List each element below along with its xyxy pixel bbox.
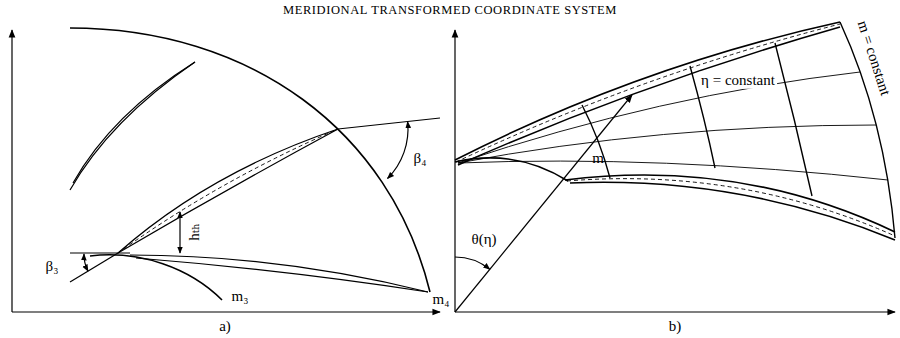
blade <box>455 22 840 160</box>
camber-line <box>456 24 840 162</box>
angle-arc <box>84 254 88 271</box>
camber-line <box>118 129 338 253</box>
grid-line <box>458 161 888 180</box>
figure-title: MERIDIONAL TRANSFORMED COORDINATE SYSTEM <box>283 4 617 18</box>
axis <box>11 30 12 312</box>
blade <box>130 255 428 292</box>
grid-line <box>582 105 610 178</box>
angle-arc <box>455 257 490 269</box>
blade <box>70 62 195 190</box>
construction-line <box>70 252 130 253</box>
blade <box>570 182 895 240</box>
angle-label: θ(η) <box>469 231 498 248</box>
camber-line <box>567 179 895 236</box>
curve-label: m₃ <box>230 288 251 305</box>
axis <box>12 311 440 312</box>
angle-label: β₃ <box>44 258 61 275</box>
blade <box>118 129 338 253</box>
construction-line <box>70 253 118 282</box>
axis <box>455 311 895 312</box>
grid-line <box>458 125 876 163</box>
coordinate-label: m <box>590 150 606 167</box>
coordinate-label: m = constant <box>854 17 895 100</box>
panel-label: b) <box>667 318 684 335</box>
grid-line <box>775 43 812 196</box>
axis <box>454 30 455 312</box>
curve-label: m₄ <box>431 291 452 308</box>
blade <box>136 258 428 292</box>
throat-dimension <box>179 212 180 253</box>
angle-arc <box>388 122 408 179</box>
coordinate-line <box>455 95 632 312</box>
angle-label: β₄ <box>412 150 429 167</box>
grid-line <box>458 72 860 163</box>
blade <box>118 129 338 253</box>
coordinate-label: η = constant <box>699 72 777 89</box>
panel-label: a) <box>217 318 233 335</box>
construction-line <box>338 118 440 129</box>
dimension-label: hₜₕ <box>186 221 203 243</box>
inlet-arc <box>90 255 222 300</box>
blade <box>565 175 895 232</box>
outlet-arc <box>70 28 430 292</box>
blade <box>73 62 195 183</box>
